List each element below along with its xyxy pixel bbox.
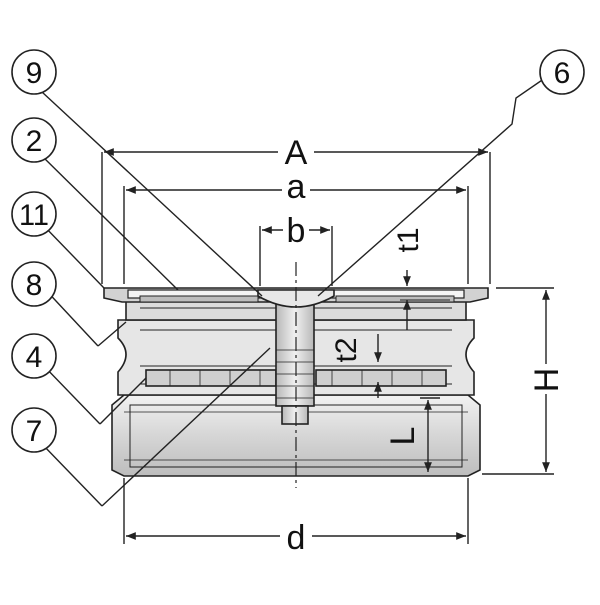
callout-2: 2 <box>11 117 57 163</box>
callout-8-label: 8 <box>26 269 43 302</box>
center-bolt-shank <box>275 299 315 407</box>
leader-7 <box>41 443 103 507</box>
callout-7: 7 <box>11 407 57 453</box>
dim-H-label: H <box>528 368 566 393</box>
callout-6: 6 <box>539 49 585 95</box>
cover-recess-left <box>139 295 259 303</box>
center-bolt-tip <box>281 405 309 425</box>
dim-t2-label: t2 <box>330 337 363 362</box>
cover-recess-right <box>335 295 455 303</box>
dim-A-label: A <box>285 134 308 172</box>
leader-11 <box>41 223 105 289</box>
dimension-labels: A a b t1 t2 H L d <box>278 132 566 557</box>
dim-t1-label: t1 <box>392 227 425 252</box>
callout-9: 9 <box>11 49 57 95</box>
callouts: 9 2 11 8 4 7 6 <box>11 49 585 453</box>
callout-6-label: 6 <box>554 57 571 90</box>
strainer-ring <box>145 369 277 387</box>
leader-9 <box>41 91 263 297</box>
leader-2 <box>41 155 179 291</box>
callout-11: 11 <box>11 191 57 237</box>
dim-L-label: L <box>384 427 422 446</box>
leader-lines <box>41 75 549 507</box>
leader-4 <box>41 363 101 425</box>
callout-2-label: 2 <box>26 125 43 158</box>
dimension-lines <box>101 148 554 544</box>
lower-body <box>111 394 481 477</box>
callout-4: 4 <box>11 333 57 379</box>
dim-b-label: b <box>287 212 306 250</box>
leader-6 <box>317 75 549 297</box>
callout-11-label: 11 <box>19 199 49 232</box>
callout-7-label: 7 <box>26 415 43 448</box>
dim-a-label: a <box>287 168 306 206</box>
strainer-ring-right <box>315 369 447 387</box>
callout-8: 8 <box>11 261 57 307</box>
callout-4-label: 4 <box>26 341 43 374</box>
callout-9-label: 9 <box>26 57 43 90</box>
dim-d-label: d <box>287 519 306 557</box>
